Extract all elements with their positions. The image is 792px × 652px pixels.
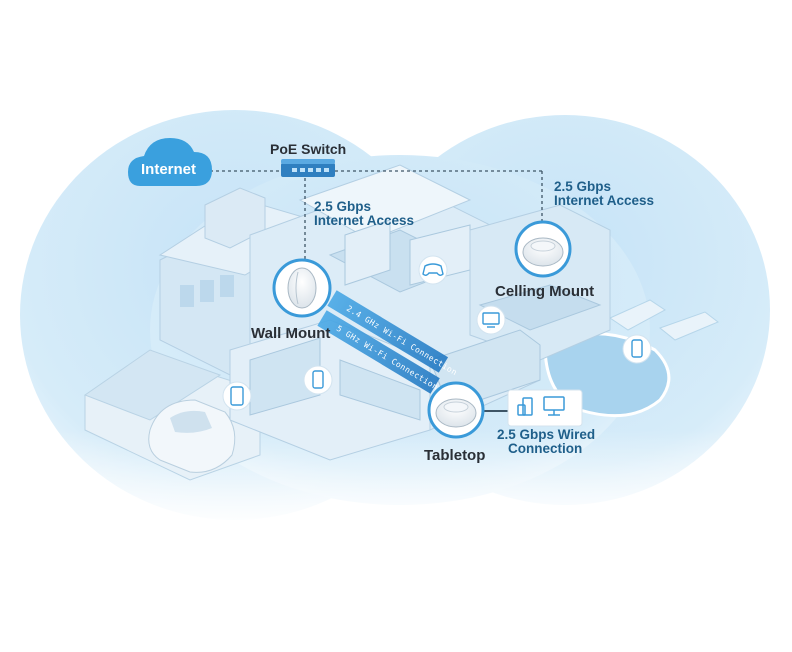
- internet-label: Internet: [141, 161, 197, 178]
- wall-mount-access-point-icon: [272, 258, 332, 318]
- wall-uplink-speed: 2.5 Gbps: [314, 199, 372, 214]
- tabletop-label: Tabletop: [424, 447, 486, 464]
- monitor-icon: [543, 396, 565, 416]
- wall-uplink-desc: Internet Access: [314, 213, 415, 228]
- tablet-icon: [222, 381, 252, 411]
- gamepad-icon: [418, 255, 448, 285]
- smartphone-icon: [622, 334, 652, 364]
- smartphone-indoor-icon: [303, 365, 333, 395]
- gamepad-console-icon: [517, 397, 533, 416]
- ceiling-uplink-desc: Internet Access: [554, 193, 655, 208]
- wall-mount-label: Wall Mount: [251, 325, 331, 342]
- ceiling-mount-access-point-icon: [514, 220, 572, 278]
- ceiling-mount-label: Celling Mount: [495, 283, 595, 300]
- cloud-icon: [128, 138, 212, 186]
- wired-clients-card: [507, 389, 583, 427]
- wired-connection-label: Connection: [508, 441, 583, 456]
- poe-switch-label: PoE Switch: [270, 141, 347, 157]
- ceiling-uplink-speed: 2.5 Gbps: [554, 179, 612, 194]
- switch-icon: [281, 159, 335, 177]
- car-icon: [148, 399, 236, 473]
- wired-speed-label: 2.5 Gbps Wired: [497, 427, 596, 442]
- house-illustration: [83, 164, 611, 481]
- tabletop-access-point-icon: [427, 381, 485, 439]
- monitor-bubble-icon: [476, 305, 506, 335]
